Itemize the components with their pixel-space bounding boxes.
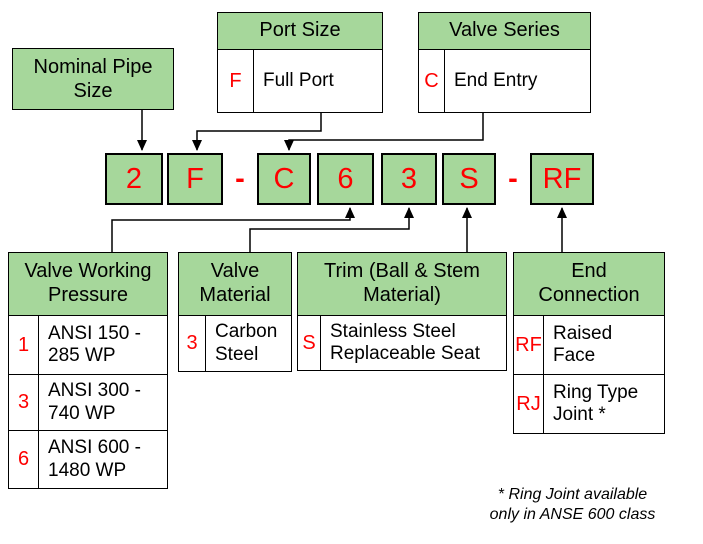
- port-size-row: F Full Port: [218, 49, 382, 112]
- working-pressure-row-1: 1 ANSI 150 - 285 WP: [9, 315, 167, 374]
- valve-series-row: C End Entry: [419, 49, 590, 112]
- code-box-port: F: [167, 153, 223, 205]
- trim-row-desc: Stainless Steel Replaceable Seat: [330, 320, 480, 364]
- valve-material-row: 3 Carbon Steel: [179, 315, 291, 371]
- end-connection-table: End Connection RF Raised Face RJ Ring Ty…: [513, 252, 665, 434]
- trim-row-code: S: [298, 316, 321, 370]
- valve-series-title: Valve Series: [419, 13, 590, 49]
- end-connection-row-1-code: RF: [514, 316, 544, 374]
- arrow-material-to-material-code: [249, 207, 414, 252]
- working-pressure-row-3: 6 ANSI 600 - 1480 WP: [9, 430, 167, 488]
- working-pressure-row-3-desc: ANSI 600 - 1480 WP: [48, 437, 141, 481]
- working-pressure-row-1-desc: ANSI 150 - 285 WP: [48, 322, 141, 366]
- end-connection-row-2-desc: Ring Type Joint *: [553, 381, 639, 425]
- ring-joint-footnote: * Ring Joint available only in ANSE 600 …: [489, 486, 656, 523]
- valve-series-row-code: C: [419, 50, 445, 112]
- valve-material-row-desc: Carbon Steel: [215, 321, 278, 365]
- working-pressure-row-2-desc: ANSI 300 - 740 WP: [48, 380, 141, 424]
- valve-series-table: Valve Series C End Entry: [418, 12, 591, 113]
- arrow-pressure-to-pressure-code: [111, 207, 355, 252]
- code-box-end-connection: RF: [530, 153, 594, 205]
- code-separator-dash-1: -: [235, 162, 245, 195]
- code-separator-dash-2: -: [508, 162, 518, 195]
- arrow-portsize-to-port-code: [192, 110, 322, 151]
- arrow-series-to-series-code: [284, 110, 484, 151]
- end-connection-row-2: RJ Ring Type Joint *: [514, 374, 664, 433]
- code-box-pipe-size: 2: [105, 153, 163, 205]
- code-box-pressure: 6: [317, 153, 374, 205]
- valve-material-title: Valve Material: [179, 253, 291, 315]
- port-size-title: Port Size: [218, 13, 382, 49]
- end-connection-row-1-desc: Raised Face: [553, 322, 613, 366]
- port-size-row-desc: Full Port: [263, 69, 334, 91]
- working-pressure-table: Valve Working Pressure 1 ANSI 150 - 285 …: [8, 252, 168, 489]
- valve-material-table: Valve Material 3 Carbon Steel: [178, 252, 292, 372]
- working-pressure-title: Valve Working Pressure: [9, 253, 167, 315]
- code-box-trim: S: [442, 153, 496, 205]
- working-pressure-row-1-code: 1: [9, 316, 39, 374]
- port-size-table: Port Size F Full Port: [217, 12, 383, 113]
- nominal-pipe-size-box: Nominal Pipe Size: [12, 48, 174, 110]
- trim-title: Trim (Ball & Stem Material): [298, 253, 506, 315]
- code-box-series: C: [257, 153, 311, 205]
- working-pressure-row-2: 3 ANSI 300 - 740 WP: [9, 374, 167, 430]
- end-connection-title: End Connection: [514, 253, 664, 315]
- working-pressure-row-2-code: 3: [9, 375, 39, 430]
- end-connection-row-1: RF Raised Face: [514, 315, 664, 374]
- code-box-material: 3: [381, 153, 437, 205]
- end-connection-row-2-code: RJ: [514, 375, 544, 433]
- port-size-row-code: F: [218, 50, 254, 112]
- valve-material-row-code: 3: [179, 316, 206, 371]
- working-pressure-row-3-code: 6: [9, 431, 39, 488]
- trim-row: S Stainless Steel Replaceable Seat: [298, 315, 506, 370]
- valve-series-row-desc: End Entry: [454, 69, 538, 91]
- trim-table: Trim (Ball & Stem Material) S Stainless …: [297, 252, 507, 371]
